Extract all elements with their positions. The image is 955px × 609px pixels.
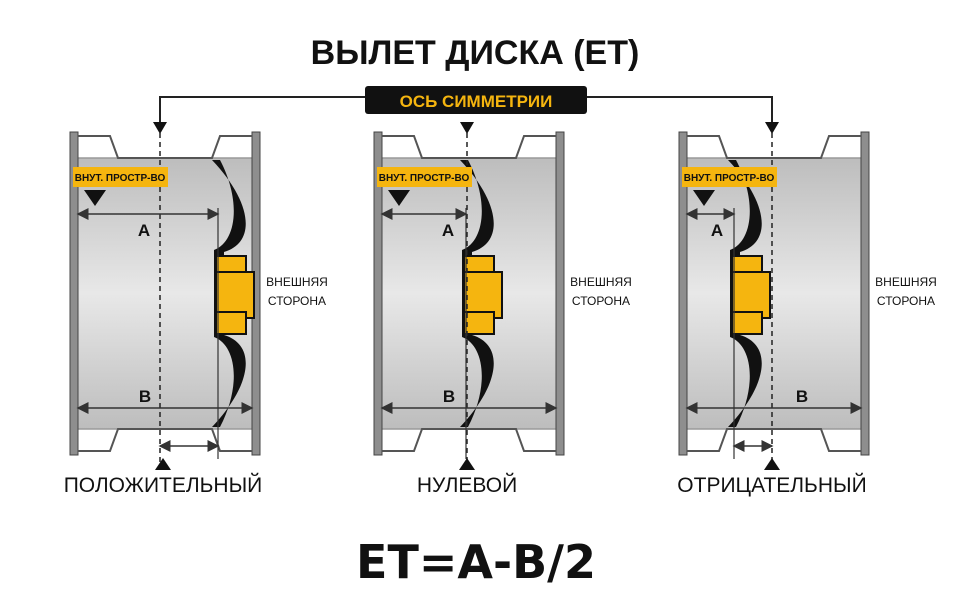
inner-arrow <box>84 190 106 206</box>
inner-arrow <box>693 190 715 206</box>
page-title: ВЫЛЕТ ДИСКА (ЕТ) <box>311 34 640 72</box>
rim-body <box>684 157 864 430</box>
outer-side-label-line1: ВНЕШНЯЯ <box>266 275 328 289</box>
rim-lip-bottom <box>78 428 252 452</box>
wheel-disc <box>212 160 246 427</box>
offset-formula: ЕТ=А-В/2 <box>356 535 596 589</box>
dimension-b-label: В <box>139 387 151 406</box>
outer-side-label-line2: СТОРОНА <box>877 294 935 308</box>
dimension-a-label: А <box>711 221 723 240</box>
outer-side-label-line2: СТОРОНА <box>572 294 630 308</box>
outer-side-label-line1: ВНЕШНЯЯ <box>875 275 937 289</box>
symmetry-label-box <box>365 86 587 114</box>
outer-side-label-line1: ВНЕШНЯЯ <box>570 275 632 289</box>
hub-center <box>463 271 503 319</box>
inner-flange <box>69 131 79 456</box>
center-arrow-top <box>460 122 474 134</box>
dimension-a-label: А <box>138 221 150 240</box>
inner-arrow <box>388 190 410 206</box>
inner-flange <box>678 131 688 456</box>
rim-lip-bottom <box>687 428 861 452</box>
rim-lip-top <box>687 135 861 159</box>
wheel-caption: ОТРИЦАТЕЛЬНЫЙ <box>677 473 866 497</box>
center-arrow-top <box>153 122 167 134</box>
hub-lower <box>215 311 247 335</box>
inner-space-label: ВНУТ. ПРОСТР-ВО <box>379 173 470 184</box>
dimension-b-label: В <box>443 387 455 406</box>
outer-side-label-line2: СТОРОНА <box>268 294 326 308</box>
inner-space-label: ВНУТ. ПРОСТР-ВО <box>684 173 775 184</box>
inner-label-box <box>73 167 168 187</box>
hub-lower <box>731 311 763 335</box>
wheel-1: ВНУТ. ПРОСТР-ВО А В ВНЕШНЯЯ СТОРОНА ПОЛОЖИТЕЛ… <box>64 122 328 497</box>
rim-lip-top <box>382 135 556 159</box>
caption-marker <box>764 458 780 470</box>
hub-lower <box>463 311 495 335</box>
wheel-caption: ПОЛОЖИТЕЛЬНЫЙ <box>64 473 263 497</box>
wheel-disc <box>728 160 762 427</box>
caption-marker <box>155 458 171 470</box>
inner-space-label: ВНУТ. ПРОСТР-ВО <box>75 173 166 184</box>
symmetry-axis-label: ОСЬ СИММЕТРИИ <box>400 92 553 111</box>
inner-label-box <box>682 167 777 187</box>
wheel-caption: НУЛЕВОЙ <box>417 473 517 497</box>
outer-flange <box>860 131 870 456</box>
dimension-b-label: В <box>796 387 808 406</box>
wheel-3: ВНУТ. ПРОСТР-ВО А В ВНЕШНЯЯ СТОРОНА ОТРИЦАТЕЛ… <box>677 122 937 497</box>
inner-flange <box>373 131 383 456</box>
wheel-2: ВНУТ. ПРОСТР-ВО А В ВНЕШНЯЯ СТОРОНА НУЛЕВОЙ <box>373 122 632 497</box>
center-arrow-top <box>765 122 779 134</box>
wheel-disc <box>460 160 494 427</box>
caption-marker <box>459 458 475 470</box>
rim-lip-bottom <box>382 428 556 452</box>
rim-lip-top <box>78 135 252 159</box>
dimension-a-label: А <box>442 221 454 240</box>
inner-label-box <box>377 167 472 187</box>
outer-flange <box>555 131 565 456</box>
